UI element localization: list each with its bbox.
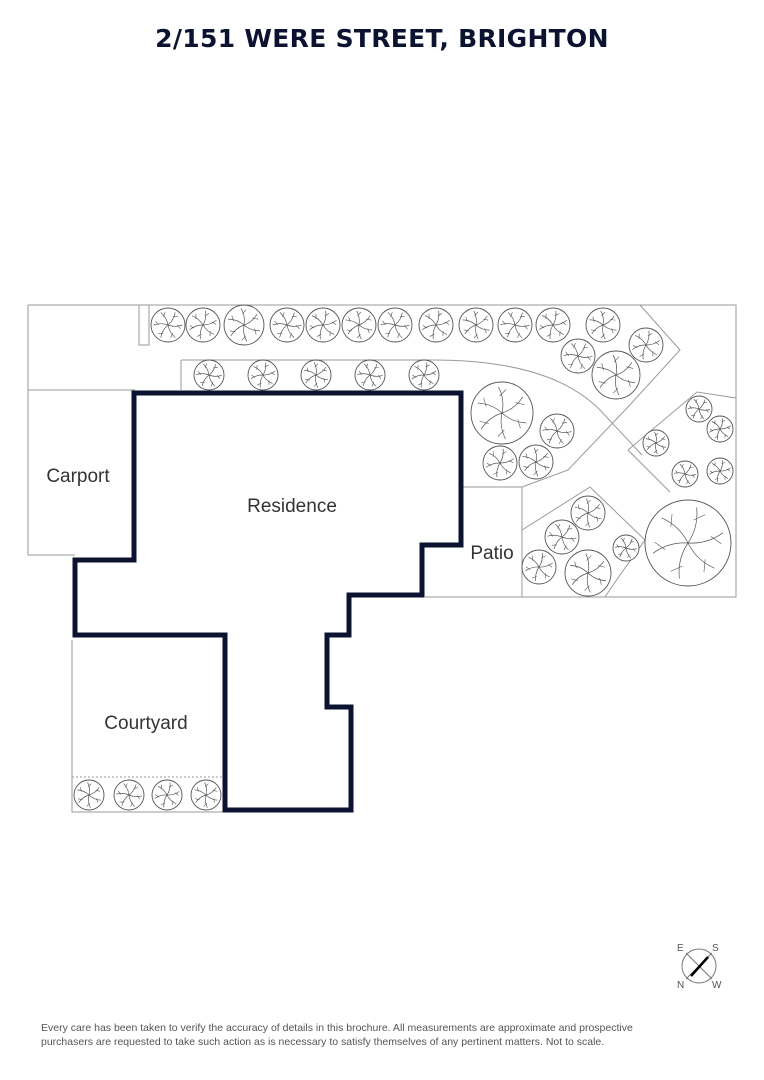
tree-icon <box>482 445 518 481</box>
compass-needle-icon <box>690 956 709 977</box>
tree-icon <box>190 779 222 811</box>
tree-icon <box>560 338 596 374</box>
tree-icon <box>706 415 734 443</box>
tree-icon <box>518 444 554 480</box>
tree-icon <box>585 307 621 343</box>
disclaimer: Every care has been taken to verify the … <box>41 1021 741 1049</box>
compass-circle <box>681 948 717 984</box>
courtyard-label: Courtyard <box>104 713 187 734</box>
tree-icon <box>247 359 279 391</box>
tree-icon <box>497 307 533 343</box>
tree-icon <box>591 350 641 400</box>
page-title: 2/151 WERE STREET, BRIGHTON <box>155 24 609 53</box>
tree-icon <box>418 307 454 343</box>
disclaimer-line-1: Every care has been taken to verify the … <box>41 1022 633 1034</box>
compass-e: E <box>677 943 684 954</box>
tree-icon <box>544 519 580 555</box>
tree-icon <box>685 395 713 423</box>
tree-icon <box>269 307 305 343</box>
tree-icon <box>642 429 670 457</box>
tree-icon <box>223 304 265 346</box>
compass: E S N W <box>677 943 722 991</box>
tree-icon <box>628 327 664 363</box>
residence-label: Residence <box>247 496 337 517</box>
tree-icon <box>706 457 734 485</box>
tree-icon <box>193 359 225 391</box>
tree-icon <box>644 499 732 587</box>
residence-outline <box>72 390 464 813</box>
tree-icon <box>570 495 606 531</box>
tree-icon <box>612 534 640 562</box>
tree-icon <box>458 307 494 343</box>
tree-icon <box>535 307 571 343</box>
disclaimer-line-2: purchasers are requested to take such ac… <box>41 1036 605 1048</box>
carport-label: Carport <box>46 466 110 487</box>
tree-icon <box>305 307 341 343</box>
tree-canopy-group <box>73 304 734 811</box>
compass-w: W <box>712 980 722 991</box>
tree-icon <box>300 359 332 391</box>
tree-icon <box>73 779 105 811</box>
tree-icon <box>151 779 183 811</box>
tree-icon <box>521 549 557 585</box>
compass-s: S <box>712 943 719 954</box>
tree-icon <box>470 381 534 445</box>
compass-n: N <box>677 980 684 991</box>
tree-icon <box>185 307 221 343</box>
tree-icon <box>564 549 612 597</box>
tree-icon <box>408 359 440 391</box>
tree-icon <box>377 307 413 343</box>
tree-icon <box>671 460 699 488</box>
tree-icon <box>113 779 145 811</box>
patio-label: Patio <box>470 543 513 564</box>
tree-icon <box>354 359 386 391</box>
tree-icon <box>539 413 575 449</box>
tree-icon <box>150 307 186 343</box>
tree-icon <box>341 307 377 343</box>
